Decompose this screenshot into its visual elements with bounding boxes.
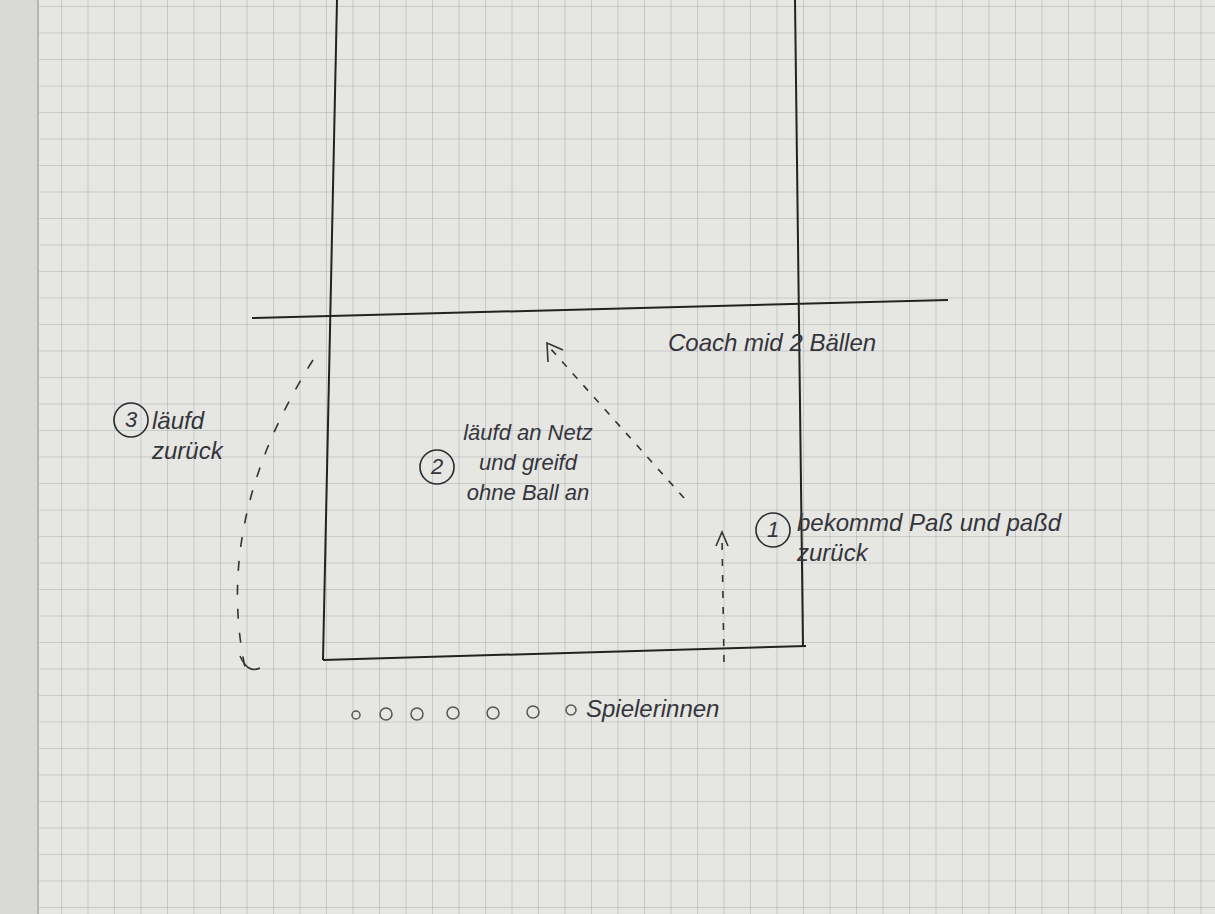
player xyxy=(411,708,423,720)
callout-number: 1 xyxy=(767,519,779,541)
player xyxy=(380,708,392,720)
left-sideline xyxy=(323,0,337,660)
player xyxy=(566,705,576,715)
run-path xyxy=(237,360,313,672)
net-line xyxy=(252,300,948,318)
circle-outline xyxy=(420,450,454,484)
arrow-head xyxy=(547,343,563,362)
note-text: bekommd Paß und paßd zurück xyxy=(797,508,1087,568)
callout-circle: 1 xyxy=(755,512,791,548)
circle-outline xyxy=(114,403,148,437)
page-edge-line xyxy=(37,0,39,914)
note-text: Coach mid 2 Bällen xyxy=(668,328,998,358)
page-edge xyxy=(0,0,38,914)
callout-circle: 3 xyxy=(113,402,149,438)
end-line xyxy=(323,646,806,660)
player xyxy=(487,707,499,719)
arrow-head xyxy=(240,656,260,670)
arrow-head xyxy=(716,532,728,546)
callout-number: 3 xyxy=(125,409,137,431)
note-text: läufd an Netz und greifd ohne Ball an xyxy=(462,418,594,508)
circle-outline xyxy=(756,513,790,547)
callout-circle: 2 xyxy=(419,449,455,485)
player xyxy=(447,707,459,719)
note-text: läufd zurück xyxy=(152,406,240,466)
player xyxy=(527,706,539,718)
callout-number: 2 xyxy=(431,456,443,478)
run-path xyxy=(722,538,724,662)
player xyxy=(352,711,360,719)
players xyxy=(352,705,576,720)
note-text: Spielerinnen xyxy=(586,694,786,724)
